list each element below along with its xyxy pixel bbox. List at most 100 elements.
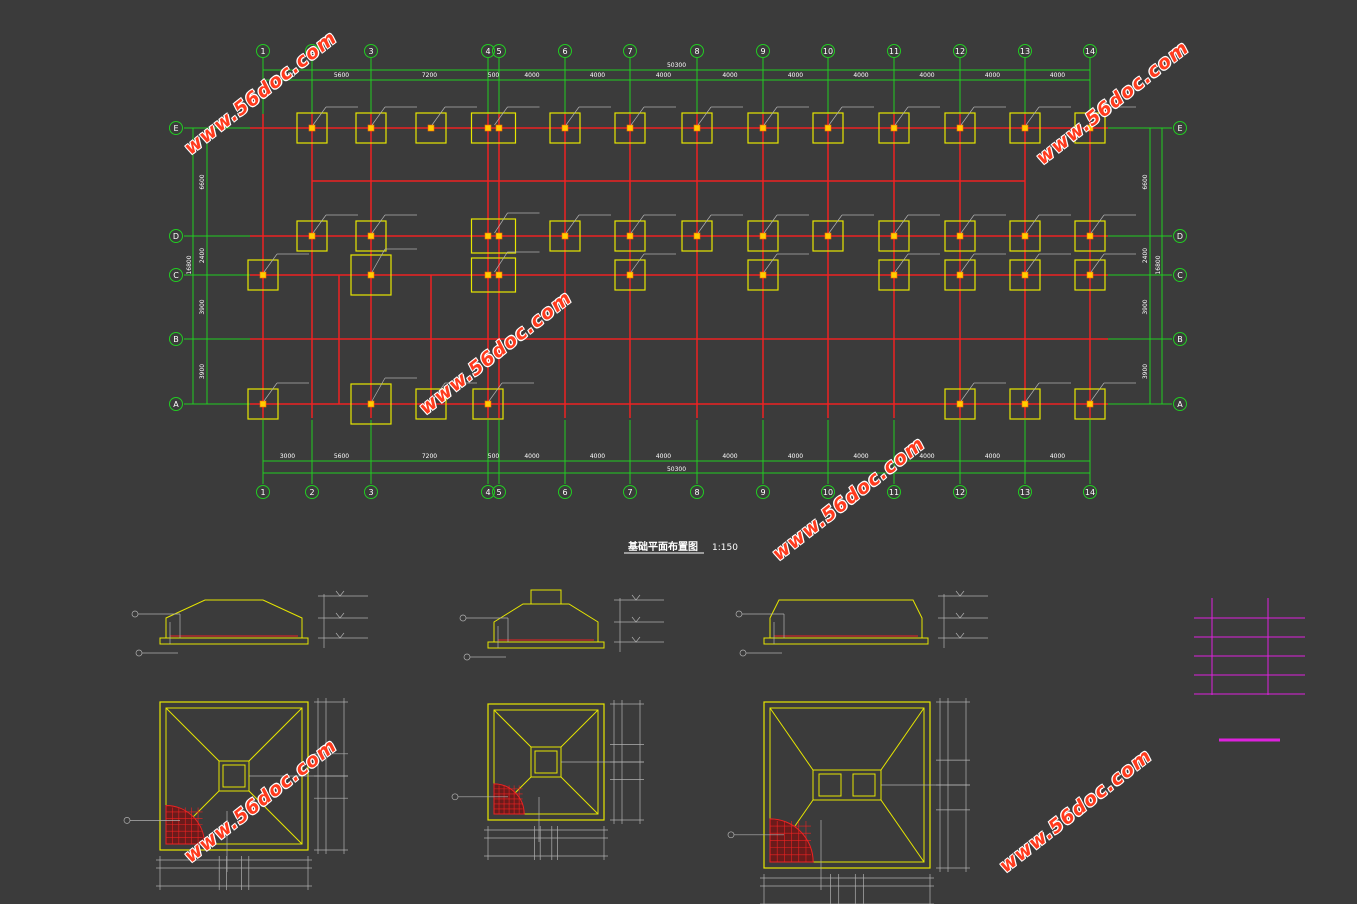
plan-diagonal (165, 707, 220, 762)
footing-outline (355, 112, 387, 144)
footing-plan (123, 698, 348, 890)
axis-bubble-top-6: 6 (558, 44, 572, 58)
axis-bubble-top-7: 7 (623, 44, 637, 58)
axis-bubble-right-E: E (1173, 121, 1187, 135)
dim-bottom-label-10: 4000 (919, 453, 934, 460)
footing-outline (1009, 259, 1041, 291)
dim-top-label-8: 4000 (788, 72, 803, 79)
axis-bubble-bottom-5: 5 (492, 485, 506, 499)
column-stub (956, 124, 964, 132)
axis-bubble-left-C: C (169, 268, 183, 282)
footing (296, 106, 358, 144)
axis-bubble-right-B-circle (1173, 332, 1187, 346)
leader-line (960, 382, 975, 402)
section-callout (463, 653, 471, 661)
section-callout (735, 610, 743, 618)
column-stub (1086, 271, 1094, 279)
axis-bubble-right-C-text: C (1177, 271, 1183, 280)
footing-outline (415, 112, 447, 144)
footing-outline (747, 220, 779, 252)
axis-bubble-bottom-6-circle (558, 485, 572, 499)
axis-bubble-left-A: A (169, 397, 183, 411)
column-stub (484, 400, 492, 408)
axis-bubble-top-2-circle (305, 44, 319, 58)
leader-line (960, 253, 975, 273)
plan-callout (123, 817, 131, 824)
dim-top-label-1: 5600 (334, 72, 349, 79)
axis-bubble-bottom-3-text: 3 (368, 488, 373, 497)
axis-bubble-bottom-1-text: 1 (260, 488, 265, 497)
column-stub (1021, 124, 1029, 132)
column-stub (259, 400, 267, 408)
leader-line (630, 253, 645, 273)
footing (1074, 253, 1136, 291)
axis-bubble-bottom-4: 4 (481, 485, 495, 499)
footing (1074, 106, 1136, 144)
footing-details (123, 589, 988, 904)
footing-outline (1009, 220, 1041, 252)
dim-bottom-label-0: 3000 (280, 453, 295, 460)
footing-outline (944, 112, 976, 144)
plan-diagonal (493, 709, 532, 748)
axis-bubble-bottom-7-text: 7 (627, 488, 632, 497)
axis-bubble-left-D: D (169, 229, 183, 243)
leader-line (1025, 214, 1040, 234)
column-stub (1021, 232, 1029, 240)
plan-diagonal (560, 709, 599, 748)
footing-outline (812, 112, 844, 144)
axis-bubble-bottom-13-text: 13 (1020, 488, 1030, 497)
axis-bubble-top-13-text: 13 (1020, 47, 1030, 56)
axis-bubble-bottom-5-text: 5 (496, 488, 501, 497)
footing-outline (350, 254, 392, 296)
leader-line (630, 106, 645, 126)
leader-line (565, 106, 580, 126)
axis-bubble-bottom-6-text: 6 (562, 488, 567, 497)
axis-bubble-right-D: D (1173, 229, 1187, 243)
axis-grid-layer (184, 58, 1172, 484)
footing-layer (247, 106, 1136, 425)
dim-bottom-label-9: 4000 (853, 453, 868, 460)
axis-bubble-bottom-2: 2 (305, 485, 319, 499)
axis-bubble-left-B-circle (169, 332, 183, 346)
dim-right-total: 16800 (1155, 255, 1162, 274)
column-stub (890, 232, 898, 240)
axis-bubble-top-10-text: 10 (823, 47, 833, 56)
footing-outline (470, 112, 517, 144)
leader-line (488, 382, 503, 402)
axis-bubble-top-9-text: 9 (760, 47, 765, 56)
axis-bubble-right-A: A (1173, 397, 1187, 411)
plan-column (534, 750, 558, 774)
axis-bubble-left-A-circle (169, 397, 183, 411)
axis-bubble-right-A-circle (1173, 397, 1187, 411)
dim-top-total: 50300 (667, 62, 686, 69)
axis-bubble-left-D-text: D (173, 232, 179, 241)
axis-bubble-bottom-9-text: 9 (760, 488, 765, 497)
axis-bubble-bottom-7: 7 (623, 485, 637, 499)
axis-bubble-bottom-14-circle (1083, 485, 1097, 499)
axis-bubble-top-14-circle (1083, 44, 1097, 58)
footing-plan (451, 700, 644, 860)
dim-bottom-label-1: 5600 (334, 453, 349, 460)
footing (681, 106, 743, 144)
axis-bubble-top-1: 1 (256, 44, 270, 58)
elevation-mark (631, 636, 641, 643)
axis-bubble-bottom-11-text: 11 (889, 488, 899, 497)
dim-top-label-0: 3000 (280, 72, 295, 79)
footing-outline (415, 388, 447, 420)
leader-line (431, 106, 446, 126)
axis-bubble-right-D-text: D (1177, 232, 1183, 241)
dim-left-label-2: 3900 (199, 299, 206, 314)
footing (944, 106, 1006, 144)
footing-outline (878, 112, 910, 144)
section-callout (131, 610, 139, 618)
column-stub (693, 232, 701, 240)
footing-outline (1074, 220, 1106, 252)
axis-bubble-top-12: 12 (953, 44, 967, 58)
footing (878, 106, 940, 144)
footing (355, 106, 417, 144)
axis-bubble-bottom-11-circle (887, 485, 901, 499)
axis-bubble-bottom-12: 12 (953, 485, 967, 499)
column-stub (824, 232, 832, 240)
footing-outline (944, 220, 976, 252)
section-callout (739, 649, 747, 657)
